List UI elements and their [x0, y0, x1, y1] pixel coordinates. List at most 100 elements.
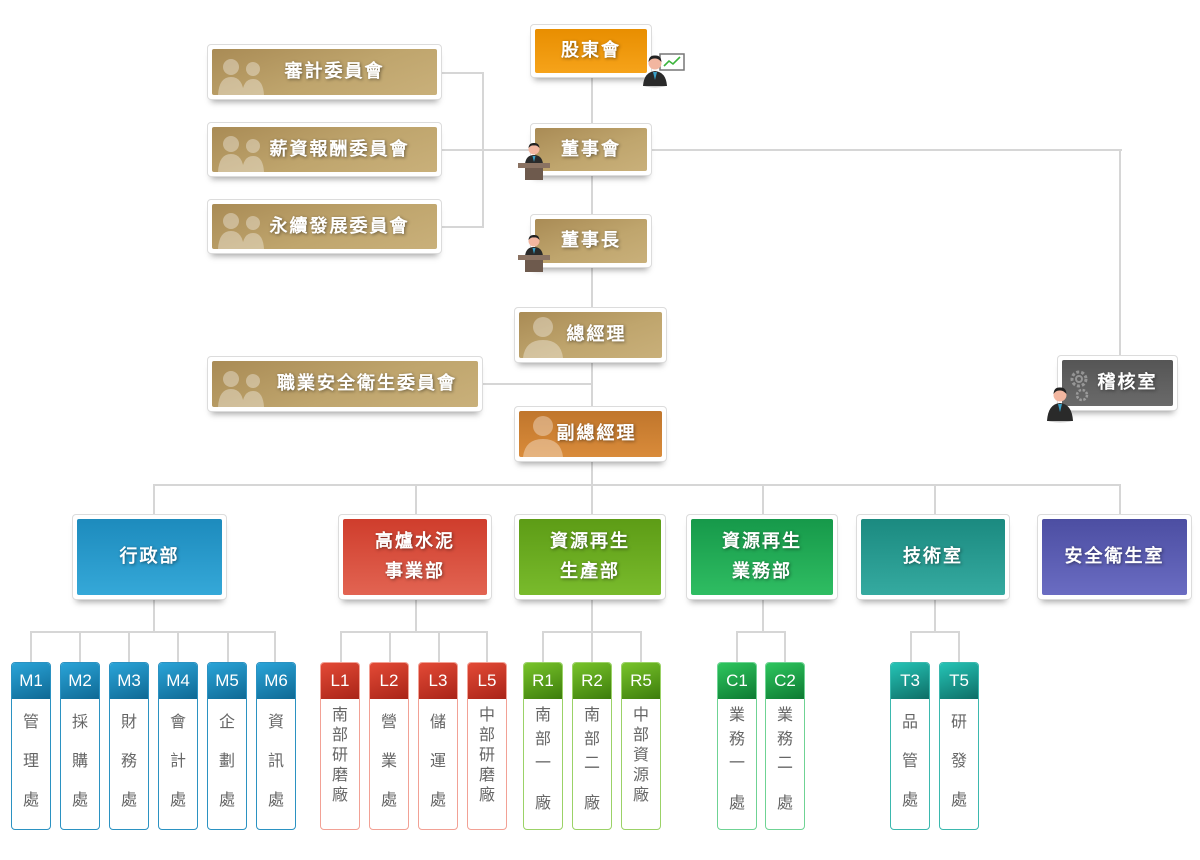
department-recycling-production[interactable]: 資源再生 生產部	[514, 514, 666, 600]
podium-speaker-icon	[518, 142, 550, 180]
unit-name-char: 中	[478, 705, 495, 724]
board-node[interactable]: 董事會	[530, 123, 652, 176]
unit-name-char: 部	[583, 729, 600, 748]
connector-sustainability	[442, 226, 484, 228]
board-label: 董事會	[561, 138, 621, 160]
unit-name: 採購處	[61, 699, 99, 819]
sustainability-committee-node[interactable]: 永續發展委員會	[207, 199, 442, 254]
unit-name: 財務處	[110, 699, 148, 819]
connector-c2	[784, 631, 786, 663]
connector-t5	[958, 631, 960, 663]
connector-l1	[340, 631, 342, 663]
connector-department-bus	[153, 484, 1121, 486]
unit-name-char: 廠	[534, 793, 551, 812]
connector-t3	[910, 631, 912, 663]
vice-president-label: 副總經理	[556, 423, 637, 444]
department-blast-furnace-cement[interactable]: 高爐水泥 事業部	[338, 514, 492, 600]
unit-code: L1	[321, 663, 359, 699]
president-node[interactable]: 總經理	[514, 307, 667, 363]
unit-code: M4	[159, 663, 197, 699]
shareholders-node[interactable]: 股東會	[530, 24, 652, 78]
connector-audit-office-h	[652, 149, 1122, 151]
unit-name-char: 廠	[478, 785, 495, 804]
connector-m2	[79, 631, 81, 663]
compensation-committee-node[interactable]: 薪資報酬委員會	[207, 122, 442, 177]
connector-dept-2	[415, 484, 417, 515]
department-recycling-sales[interactable]: 資源再生 業務部	[686, 514, 838, 600]
people-group-icon	[218, 371, 264, 407]
connector-tech-down	[934, 600, 936, 632]
audit-committee-node[interactable]: 審計委員會	[207, 44, 442, 100]
vice-president-node[interactable]: 副總經理	[514, 406, 667, 462]
chairman-label: 董事長	[561, 230, 621, 251]
unit-name-char: 磨	[331, 765, 348, 784]
person-icon	[523, 317, 563, 358]
unit-name-char: 二	[776, 753, 793, 772]
unit-name-char: 一	[534, 753, 551, 772]
unit-name-char: 營	[380, 712, 397, 732]
unit-code: M6	[257, 663, 295, 699]
connector-r5	[640, 631, 642, 663]
unit-name-char: 廠	[632, 785, 649, 804]
department-admin[interactable]: 行政部	[72, 514, 227, 600]
unit-name-char: 劃	[218, 750, 235, 770]
connector-recycling-sales-down	[762, 600, 764, 632]
unit-name-char: 發	[950, 750, 967, 770]
unit-name-char: 訊	[267, 750, 284, 770]
sustainability-committee-label: 永續發展委員會	[269, 215, 410, 237]
unit-name-char: 研	[331, 745, 348, 764]
chairman-node[interactable]: 董事長	[530, 214, 652, 268]
unit-name: 資訊處	[257, 699, 295, 819]
audit-committee-label: 審計委員會	[284, 61, 385, 82]
unit-name-char: 務	[776, 729, 793, 748]
unit-name-char: 業	[728, 705, 745, 724]
connector-cement-bus	[340, 631, 488, 633]
connector-l2	[389, 631, 391, 663]
unit-name-char: 部	[632, 725, 649, 744]
unit-code: R1	[524, 663, 562, 699]
occupational-safety-committee-node[interactable]: 職業安全衛生委員會	[207, 356, 483, 412]
unit-name-char: 處	[429, 789, 446, 809]
connector-dept-4	[762, 484, 764, 515]
unit-code: R5	[622, 663, 660, 699]
unit-name: 中部資源廠	[622, 699, 660, 821]
unit-name-char: 研	[950, 712, 967, 732]
department-cement-label-line2: 事業部	[385, 561, 445, 582]
audit-office-node[interactable]: 稽核室	[1057, 355, 1178, 411]
connector-dept-1	[153, 484, 155, 515]
unit-code: R2	[573, 663, 611, 699]
unit-code: L3	[419, 663, 457, 699]
unit-code: L2	[370, 663, 408, 699]
unit-name: 業務一處	[718, 699, 756, 821]
unit-name-char: 品	[901, 712, 918, 732]
department-recycling-production-line1: 資源再生	[550, 531, 630, 552]
connector-admin-bus	[30, 631, 276, 633]
connector-committee-bracket	[482, 72, 484, 228]
department-safety-health[interactable]: 安全衛生室	[1037, 514, 1192, 600]
unit-name-char: 南	[583, 705, 600, 724]
department-technology[interactable]: 技術室	[856, 514, 1010, 600]
unit-name-char: 磨	[478, 765, 495, 784]
president-label: 總經理	[566, 324, 627, 345]
unit-name-char: 一	[728, 753, 745, 772]
shareholders-label: 股東會	[561, 40, 621, 61]
unit-name-char: 部	[478, 725, 495, 744]
unit-name-char: 管	[22, 712, 39, 732]
